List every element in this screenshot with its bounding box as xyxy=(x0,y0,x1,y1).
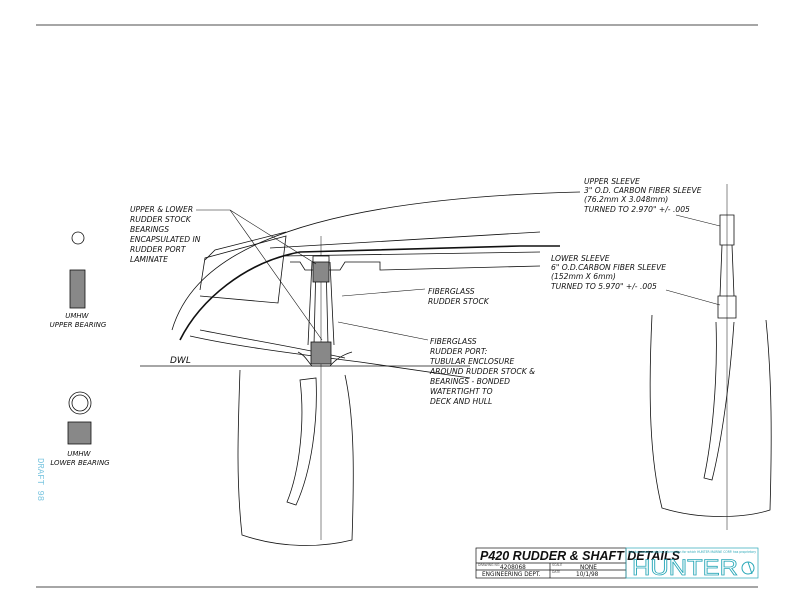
rudder-stock-line-2: RUDDER STOCK xyxy=(428,297,490,306)
rudder-blade xyxy=(237,369,354,546)
upper-bearing-label-2: UPPER BEARING xyxy=(50,321,107,329)
drawing-no: 4208068 xyxy=(500,565,526,571)
bearings-note-line-2: RUDDER STOCK xyxy=(130,215,192,224)
upper-sleeve-line-3: (76.2mm X 3.048mm) xyxy=(584,195,668,204)
rudder-section-view xyxy=(140,191,581,546)
drawing-title: P420 RUDDER & SHAFT DETAILS xyxy=(480,549,680,563)
detail-rudder-blade xyxy=(649,314,772,517)
hull-bottom xyxy=(189,335,471,379)
bearings-note-line-5: RUDDER PORT xyxy=(130,245,187,254)
leader-lower-sleeve xyxy=(665,289,721,306)
deck-line xyxy=(179,245,560,341)
rudder-port-line-5: BEARINGS - BONDED xyxy=(430,377,510,386)
lower-bearing-section xyxy=(310,341,332,365)
deck-top-line xyxy=(269,231,541,249)
detail-rudder-stock xyxy=(703,321,735,481)
sleeve-detail-view xyxy=(649,184,772,530)
lower-bearing-label-2: LOWER BEARING xyxy=(50,459,110,467)
upper-bearing-rect xyxy=(69,269,86,309)
hunter-logo: HUNTER xyxy=(632,555,738,580)
rudder-port-label: FIBERGLASS RUDDER PORT: TUBULAR ENCLOSUR… xyxy=(429,337,537,406)
rudder-port-line-1: FIBERGLASS xyxy=(430,337,477,346)
rudder-port-line-4: AROUND RUDDER STOCK & xyxy=(429,367,535,376)
upper-bearing-label: UMHW UPPER BEARING xyxy=(50,312,107,329)
scale-value: NONE xyxy=(580,565,597,571)
drawing-date: 10/1/98 xyxy=(576,572,599,578)
rudder-port-flare xyxy=(297,351,353,367)
upper-bearing-label-1: UMHW xyxy=(65,312,89,320)
logo-mark-stroke xyxy=(747,561,753,575)
upper-bearing-circle xyxy=(71,231,85,245)
lower-sleeve-label: LOWER SLEEVE 6" O.D.CARBON FIBER SLEEVE … xyxy=(551,254,669,291)
department: ENGINEERING DEPT. xyxy=(482,572,541,578)
rudder-port-line-3: TUBULAR ENCLOSURE xyxy=(430,357,514,366)
rudder-port-line-7: DECK AND HULL xyxy=(430,397,492,406)
bearings-note-line-3: BEARINGS xyxy=(130,225,169,234)
rudder-port-line-2: RUDDER PORT: xyxy=(430,347,487,356)
upper-sleeve-rect xyxy=(719,214,735,246)
upper-sleeve-label: UPPER SLEEVE 3" O.D. CARBON FIBER SLEEVE… xyxy=(584,177,704,214)
sheer-curve xyxy=(171,191,581,331)
lower-sleeve-rect xyxy=(717,295,737,319)
leader-bearings-lower xyxy=(196,209,323,341)
lower-bearing-inner-circle xyxy=(71,394,89,412)
rudder-stock-label: FIBERGLASS RUDDER STOCK xyxy=(428,287,490,306)
upper-sleeve-line-4: TURNED TO 2.970" +/- .005 xyxy=(584,205,690,214)
bearings-note-line-1: UPPER & LOWER xyxy=(130,205,193,214)
date-label: DATE xyxy=(552,570,560,574)
cockpit-top xyxy=(204,231,287,261)
lower-sleeve-line-2: 6" O.D.CARBON FIBER SLEEVE xyxy=(551,263,666,272)
leader-upper-sleeve xyxy=(675,214,721,227)
draft-stamp: DRAFT 98 xyxy=(35,458,45,501)
hunter-logo-mark xyxy=(741,561,755,575)
sleeve-shaft xyxy=(719,244,735,297)
lower-bearing-rect xyxy=(67,421,92,445)
lower-sleeve-line-3: (152mm X 6mm) xyxy=(551,272,616,281)
deck-inner-line xyxy=(281,251,541,257)
transom-step xyxy=(290,261,541,271)
lower-bearing-label-1: UMHW xyxy=(67,450,91,458)
leader-bearings-upper xyxy=(229,209,317,265)
lower-sleeve-line-4: TURNED TO 5.970" +/- .005 xyxy=(551,282,657,291)
dwl-label: DWL xyxy=(170,356,191,366)
upper-sleeve-line-2: 3" O.D. CARBON FIBER SLEEVE xyxy=(584,186,702,195)
drawing-no-label: DRAWING NO. xyxy=(478,563,500,567)
lower-bearing-label: UMHW LOWER BEARING xyxy=(50,450,110,467)
leader-rudder-port xyxy=(337,321,429,341)
logo-mark-circle xyxy=(741,561,755,575)
lower-sleeve-line-1: LOWER SLEEVE xyxy=(551,254,610,263)
upper-bearing-cap xyxy=(312,255,330,263)
bearings-note: UPPER & LOWER RUDDER STOCK BEARINGS ENCA… xyxy=(130,205,203,264)
rudder-stock-line-1: FIBERGLASS xyxy=(428,287,475,296)
rudder-port-line-6: WATERTIGHT TO xyxy=(430,387,493,396)
title-block xyxy=(475,547,759,579)
bearing-details xyxy=(67,231,92,445)
leader-rudder-stock xyxy=(341,288,426,297)
proprietary-notice: this document contains information for w… xyxy=(628,550,757,554)
rudder-port-tube xyxy=(307,261,335,346)
upper-sleeve-line-1: UPPER SLEEVE xyxy=(584,177,640,186)
logo-frame xyxy=(625,547,759,579)
cockpit-structure xyxy=(199,235,287,304)
scale-label: SCALE xyxy=(552,563,562,567)
bearings-note-line-4: ENCAPSULATED IN xyxy=(130,235,201,244)
bearings-note-line-6: LAMINATE xyxy=(130,255,168,264)
rudder-stock-blade-section xyxy=(286,377,317,506)
lower-bearing-outer-circle xyxy=(68,391,92,415)
